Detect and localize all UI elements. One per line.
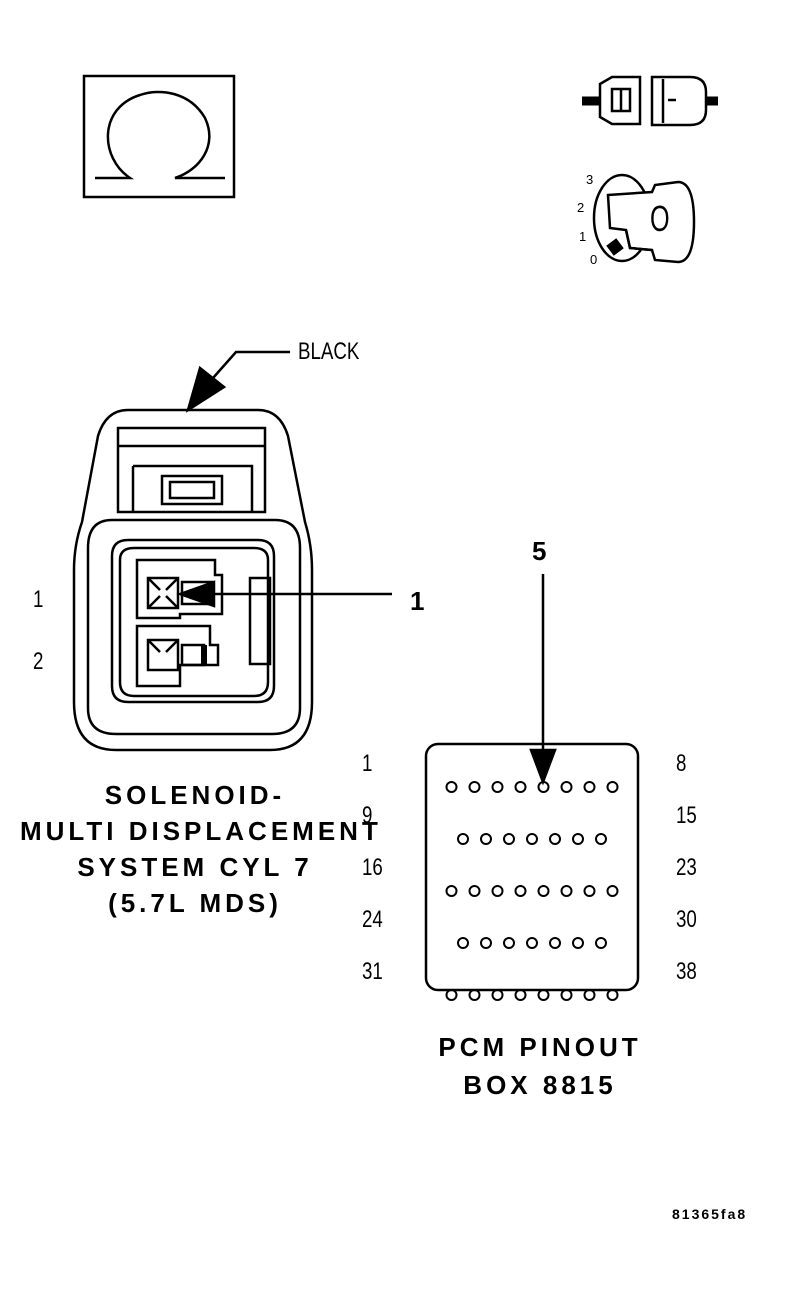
connector-caption-line-3: SYSTEM CYL 7 <box>77 852 313 882</box>
pin-row-right-number: 15 <box>676 802 697 829</box>
pin-row-left-number: 31 <box>362 958 383 985</box>
pin-dot <box>572 833 584 845</box>
pin-row-right-number: 30 <box>676 906 697 933</box>
pin-dot <box>549 937 561 949</box>
pin-dot <box>583 989 596 1001</box>
pin-dot <box>514 781 527 793</box>
pin-dot <box>457 833 469 845</box>
pin-dot <box>595 937 607 949</box>
pin-dot <box>468 781 481 793</box>
pin-dot <box>549 833 561 845</box>
pin-dot <box>480 833 492 845</box>
color-leader-arrow <box>185 350 290 413</box>
connector-housing <box>72 408 314 752</box>
pin-dot <box>468 989 481 1001</box>
ignition-position-label: 1 <box>579 229 587 244</box>
key-glyph: O <box>650 198 670 239</box>
ignition-position-label: 2 <box>577 200 585 215</box>
connector-caption-line-2: MULTI DISPLACEMENT <box>20 816 382 846</box>
pin-dot <box>537 885 550 897</box>
pin-dot <box>537 989 550 1001</box>
pin-dot <box>583 885 596 897</box>
pin-callout-arrow <box>529 574 557 786</box>
pin-dot <box>606 781 619 793</box>
pin-dot <box>491 989 504 1001</box>
ohmmeter-symbol-icon <box>82 74 236 199</box>
pin-row-left-number: 16 <box>362 854 383 881</box>
pin-dot <box>526 937 538 949</box>
pin-dot <box>457 937 469 949</box>
pin-dot <box>468 885 481 897</box>
pcm-caption-line-2: BOX 8815 <box>463 1070 617 1100</box>
pin-dot <box>606 885 619 897</box>
cavity-callout-arrow <box>176 580 392 608</box>
pin-row-right-number: 8 <box>676 750 687 777</box>
pin-dot <box>514 885 527 897</box>
pin-dot <box>514 989 527 1001</box>
cavity-number-2: 2 <box>33 648 44 675</box>
pin-dot <box>560 781 573 793</box>
connector-caption-line-4: (5.7L MDS) <box>108 888 282 918</box>
pin-dot <box>445 885 458 897</box>
pin-dot <box>491 885 504 897</box>
connector-color-label: BLACK <box>298 338 360 365</box>
ignition-position-label: 0 <box>590 252 598 267</box>
ignition-key-icon <box>592 173 696 264</box>
pin-dot <box>480 937 492 949</box>
pin-dot <box>560 885 573 897</box>
pcm-pinout-box <box>424 742 640 1001</box>
pin-row-right-number: 23 <box>676 854 697 881</box>
pin-callout-label: 5 <box>532 536 547 566</box>
ignition-position-label: 3 <box>586 172 594 187</box>
pin-dot <box>445 989 458 1001</box>
pin-dot <box>445 781 458 793</box>
pin-dot <box>560 989 573 1001</box>
pin-dot <box>526 833 538 845</box>
pcm-caption-line-1: PCM PINOUT <box>438 1032 642 1062</box>
pin-dot-grid <box>445 781 619 1001</box>
cavity-number-1: 1 <box>33 586 44 613</box>
pin-row-left-number: 9 <box>362 802 373 829</box>
connector-disconnect-icon <box>582 75 718 127</box>
pin-dot <box>595 833 607 845</box>
figure-id: 81365fa8 <box>672 1206 748 1222</box>
pin-dot <box>503 833 515 845</box>
pin-row-left-number: 24 <box>362 906 383 933</box>
pin-row-right-number: 38 <box>676 958 697 985</box>
pin-dot <box>583 781 596 793</box>
pin-dot <box>491 781 504 793</box>
cavity-callout-label: 1 <box>410 586 425 616</box>
pin-row-left-number: 1 <box>362 750 373 777</box>
pin-dot <box>572 937 584 949</box>
pin-dot <box>503 937 515 949</box>
connector-caption-line-1: SOLENOID- <box>104 780 286 810</box>
pin-dot <box>606 989 619 1001</box>
